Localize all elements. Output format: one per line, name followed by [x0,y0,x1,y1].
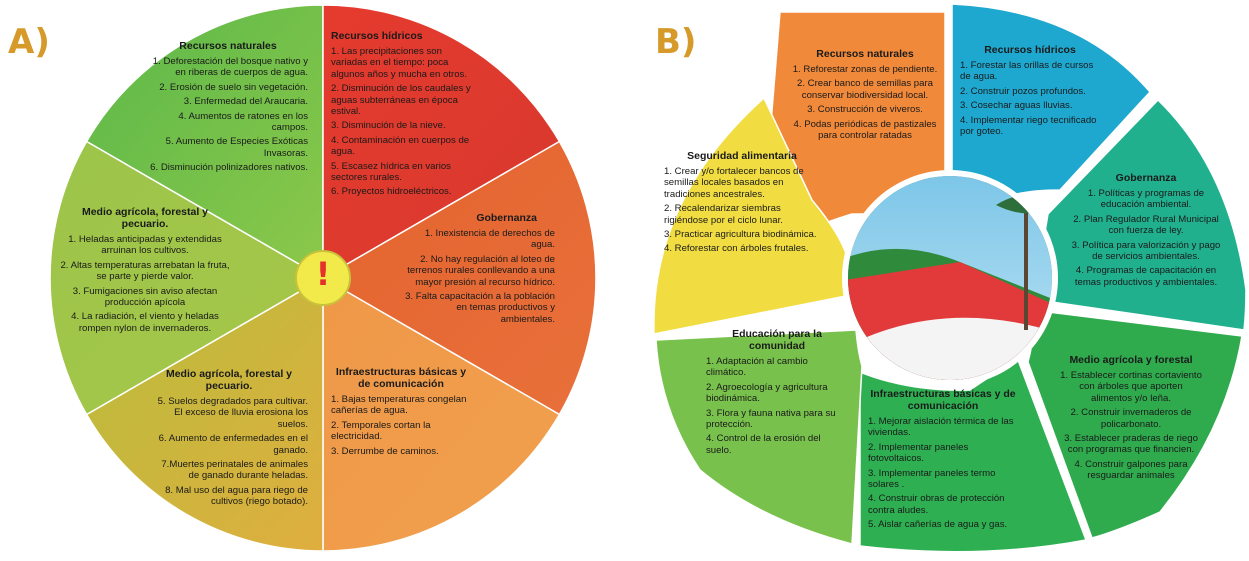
b-rn-title: Recursos naturales [816,48,914,60]
b-seg-item-4: 4. Reforestar con árboles frutales. [664,243,809,255]
a-rn-item-1: 1. Deforestación del bosque nativo y en … [152,56,308,79]
a-mai-item-2: 6. Aumento de enfermedades en el ganado. [158,433,308,456]
b-edu-item-4: 4. Control de la erosión del suelo. [706,433,821,456]
b-inf-item-1: 1. Mejorar aislación térmica de las vivi… [868,416,1014,439]
a-mas-item-3: 3. Fumigaciones sin aviso afectan produc… [72,285,218,309]
b-gob-title: Gobernanza [1115,172,1177,184]
b-educacion-block: Educación para la comunidad 1. Adaptació… [706,328,848,459]
b-inf-item-3: 3. Implementar paneles termo solares . [868,467,996,491]
b-inf-item-2: 2. Implementar paneles fotovoltaicos. [868,441,969,465]
b-ma-item-4: 4. Construir galpones para resguardar an… [1074,458,1188,482]
b-seg-item-1: 1. Crear y/o fortalecer bancos de semill… [664,166,804,200]
a-gob-title: Gobernanza [476,212,537,224]
a-rh-item-2: 2. Disminución de los caudales y aguas s… [331,83,471,118]
b-rn-item-1: 1. Reforestar zonas de pendiente. [792,64,938,75]
b-infraestructuras-block: Infraestructuras básicas y de comunicaci… [868,388,1018,534]
a-inf-item-2: 2. Temporales cortan la electricidad. [331,419,431,443]
a-recursos-hidricos-block: Recursos hídricos 1. Las precipitaciones… [331,30,477,201]
b-seg-item-2: 2. Recalendarizar siembras rigiéndose po… [664,203,783,226]
segment-b-educacion [655,329,863,545]
a-mas-item-2: 2. Altas temperaturas arrebatan la fruta… [60,259,230,283]
b-inf-title: Infraestructuras básicas y de comunicaci… [870,388,1016,412]
a-medio-agricola-inferior-block: Medio agrícola, forestal y pecuario. 5. … [150,368,308,511]
center-b-landscape [842,170,1058,386]
b-rn-item-2: 2. Crear banco de semillas para conserva… [797,78,933,101]
b-edu-item-1: 1. Adaptación al cambio climático. [706,356,808,379]
a-rn-item-4: 4. Aumentos de ratones en los campos. [178,110,308,134]
panel-a-label: A) [8,22,50,62]
b-edu-item-2: 2. Agroecología y agricultura biodinámic… [706,381,828,405]
b-rn-item-3: 3. Construcción de viveros. [807,104,923,116]
b-ma-item-1: 1. Establecer cortinas cortaviento con á… [1060,370,1202,404]
a-rn-title: Recursos naturales [179,40,277,52]
a-rn-item-6: 6. Disminución polinizadores nativos. [150,162,308,174]
b-rh-title: Recursos hídricos [984,44,1076,56]
segment-a-recursos-naturales [85,4,324,280]
a-gob-item-3: 3. Falta capacitación a la población en … [405,291,555,325]
b-gob-item-2: 2. Plan Regulador Rural Municipal con fu… [1073,213,1219,237]
alert-icon: ! [315,255,331,293]
b-gobernanza-block: Gobernanza 1. Políticas y programas de e… [1066,172,1226,291]
b-recursos-hidricos-block: Recursos hídricos 1. Forestar las orilla… [960,44,1100,140]
b-inf-item-5: 5. Aislar cañerías de agua y gas. [868,519,1008,531]
a-mas-item-1: 1. Heladas anticipadas y extendidas arru… [68,234,222,257]
a-rh-title: Recursos hídricos [331,30,423,42]
a-rh-item-6: 6. Proyectos hidroeléctricos. [331,186,452,198]
a-rh-item-5: 5. Escasez hídrica en varios sectores ru… [331,160,451,184]
panel-b-wheel [653,3,1247,553]
a-rh-item-4: 4. Contaminación en cuerpos de agua. [331,134,470,158]
b-edu-item-3: 3. Flora y fauna nativa para su protecci… [706,407,836,431]
a-gob-item-1: 1. Inexistencia de derechos de agua. [424,228,555,251]
b-seg-title: Seguridad alimentaria [687,150,797,162]
b-seguridad-block: Seguridad alimentaria 1. Crear y/o forta… [664,150,820,258]
a-mai-item-4: 8. Mal uso del agua para riego de cultiv… [165,484,308,508]
segment-a-recursos-hidricos [322,4,561,280]
b-gob-item-4: 4. Programas de capacitación en temas pr… [1074,265,1218,288]
b-inf-item-4: 4. Construir obras de protección contra … [868,493,1005,516]
b-rh-item-4: 4. Implementar riego tecnificado por got… [960,114,1097,138]
b-gob-item-1: 1. Políticas y programas de educación am… [1087,188,1205,211]
a-recursos-naturales-block: Recursos naturales 1. Deforestación del … [148,40,308,177]
a-rn-item-3: 3. Enfermedad del Araucaria. [183,96,308,108]
a-infraestructuras-block: Infraestructuras básicas y de comunicaci… [331,366,471,460]
segment-a-gobernanza [321,140,597,416]
b-rh-item-1: 1. Forestar las orillas de cursos de agu… [960,60,1094,83]
a-mas-title: Medio agrícola, forestal y pecuario. [81,206,209,230]
center-a-circle [295,250,351,306]
segment-b-seguridad [653,96,849,335]
a-rh-item-1: 1. Las precipitaciones son variadas en e… [331,46,467,80]
a-inf-item-1: 1. Bajas temperaturas congelan cañerías … [331,394,467,417]
b-rn-item-4: 4. Podas periódicas de pastizales para c… [793,118,937,142]
panel-b-label: B) [655,22,697,62]
a-mas-item-4: 4. La radiación, el viento y heladas rom… [71,311,219,334]
b-ma-item-3: 3. Establecer praderas de riego con prog… [1064,433,1198,456]
b-gob-item-3: 3. Política para valorización y pago de … [1071,239,1221,263]
a-inf-item-3: 3. Derrumbe de caminos. [331,445,439,457]
panel-a-wheel [49,4,597,552]
segment-a-medio-agricola-superior [49,140,325,416]
b-rh-item-2: 2. Construir pozos profundos. [960,85,1086,97]
a-mai-item-3: 7.Muertes perinatales de animales de gan… [161,459,308,482]
b-ma-item-2: 2. Construir invernaderos de policarbona… [1070,407,1192,430]
a-inf-title: Infraestructuras básicas y de comunicaci… [335,366,467,390]
a-mai-title: Medio agrícola, forestal y pecuario. [165,368,293,392]
a-mai-item-1: 5. Suelos degradados para cultivar. El e… [157,396,308,430]
a-rn-item-5: 5. Aumento de Especies Exóticas Invasora… [165,136,308,159]
a-medio-agricola-superior-block: Medio agrícola, forestal y pecuario. 1. … [60,206,230,337]
b-medio-agricola-block: Medio agrícola y forestal 1. Establecer … [1060,354,1202,485]
segment-a-medio-agricola-inferior [85,276,324,552]
b-rh-item-3: 3. Cosechar aguas lluvias. [960,100,1073,112]
a-rh-item-3: 3. Disminución de la nieve. [331,120,446,132]
b-seg-item-3: 3. Practicar agricultura biodinámica. [664,229,817,241]
a-rn-item-2: 2. Erosión de suelo sin vegetación. [159,81,308,93]
a-gobernanza-block: Gobernanza 1. Inexistencia de derechos d… [400,212,555,328]
segment-a-infraestructuras [322,276,561,552]
b-ma-title: Medio agrícola y forestal [1069,354,1193,366]
a-gob-item-2: 2. No hay regulación al loteo de terreno… [407,253,555,288]
b-recursos-naturales-block: Recursos naturales 1. Reforestar zonas d… [790,48,940,144]
b-edu-title: Educación para la comunidad [732,328,822,352]
